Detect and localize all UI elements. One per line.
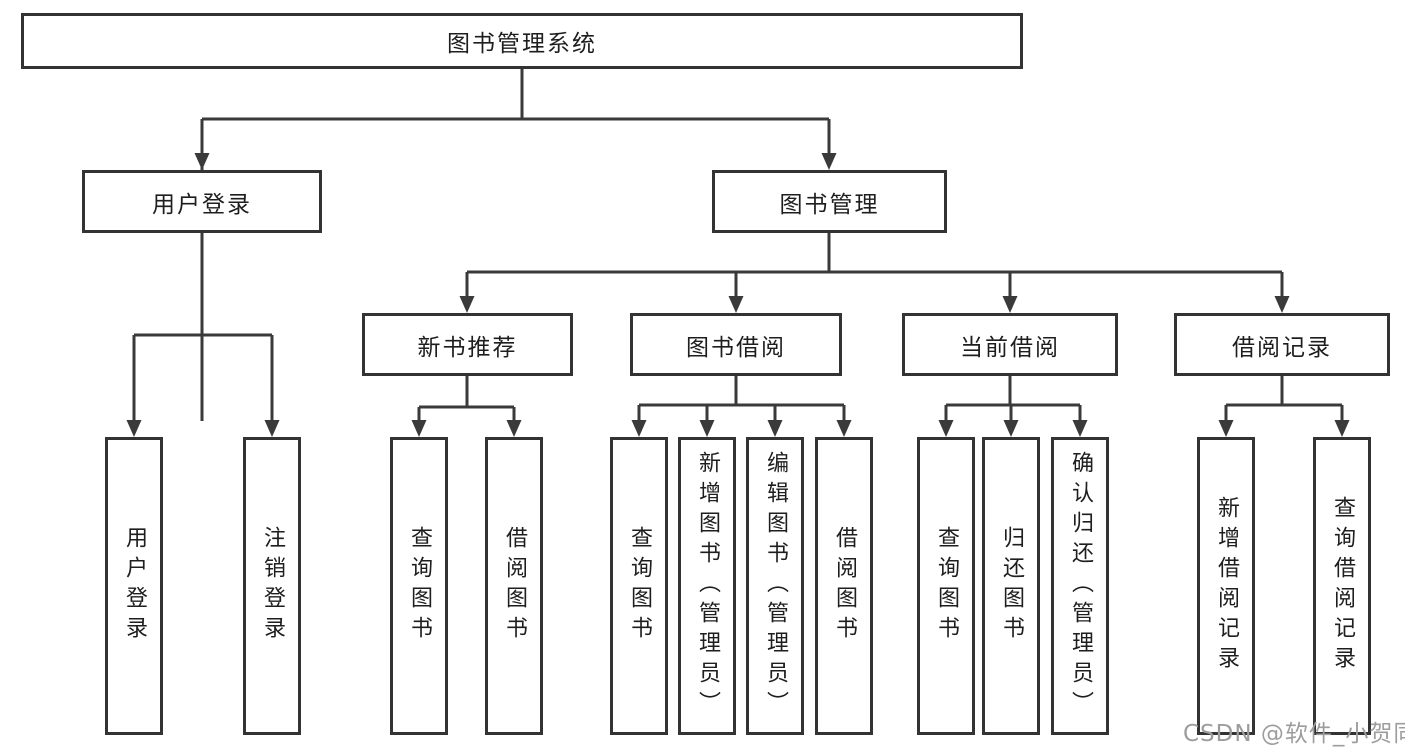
node-leaf-return-book: 归还图书	[982, 437, 1040, 735]
node-leaf-query-book-1: 查询图书	[390, 437, 448, 735]
node-user-login: 用户登录	[82, 170, 322, 233]
node-leaf-user-login: 用户登录	[105, 437, 163, 735]
leaf-label: 借阅图书	[832, 526, 857, 646]
node-new-book-recommend: 新书推荐	[362, 313, 573, 376]
leaf-label: 查询图书	[627, 526, 652, 646]
leaf-label: 新增图书（管理员）	[695, 451, 720, 721]
node-leaf-add-book-admin: 新增图书（管理员）	[678, 437, 736, 735]
leaf-label: 查询借阅记录	[1330, 496, 1355, 676]
leaf-label: 借阅图书	[502, 526, 527, 646]
leaf-label: 查询图书	[934, 526, 959, 646]
leaf-label: 归还图书	[999, 526, 1024, 646]
node-book-management: 图书管理	[712, 170, 947, 233]
node-leaf-query-book-3: 查询图书	[917, 437, 975, 735]
node-book-borrow: 图书借阅	[630, 313, 842, 376]
node-leaf-confirm-return-admin: 确认归还（管理员）	[1051, 437, 1109, 735]
leaf-label: 确认归还（管理员）	[1068, 451, 1093, 721]
node-leaf-query-borrow-record: 查询借阅记录	[1313, 437, 1371, 735]
node-leaf-borrow-book-2: 借阅图书	[815, 437, 873, 735]
leaf-label: 注销登录	[260, 526, 285, 646]
node-leaf-borrow-book-1: 借阅图书	[485, 437, 543, 735]
csdn-watermark: CSDN @软件_小贺同学	[1183, 721, 1405, 747]
leaf-label: 用户登录	[122, 526, 147, 646]
leaf-label: 新增借阅记录	[1214, 496, 1239, 676]
node-leaf-query-book-2: 查询图书	[610, 437, 668, 735]
node-borrow-records: 借阅记录	[1174, 313, 1390, 376]
node-leaf-logout: 注销登录	[243, 437, 301, 735]
node-leaf-add-borrow-record: 新增借阅记录	[1197, 437, 1255, 735]
leaf-label: 查询图书	[407, 526, 432, 646]
node-leaf-edit-book-admin: 编辑图书（管理员）	[746, 437, 804, 735]
node-root-system: 图书管理系统	[21, 13, 1023, 69]
node-current-borrow: 当前借阅	[902, 313, 1118, 376]
leaf-label: 编辑图书（管理员）	[763, 451, 788, 721]
